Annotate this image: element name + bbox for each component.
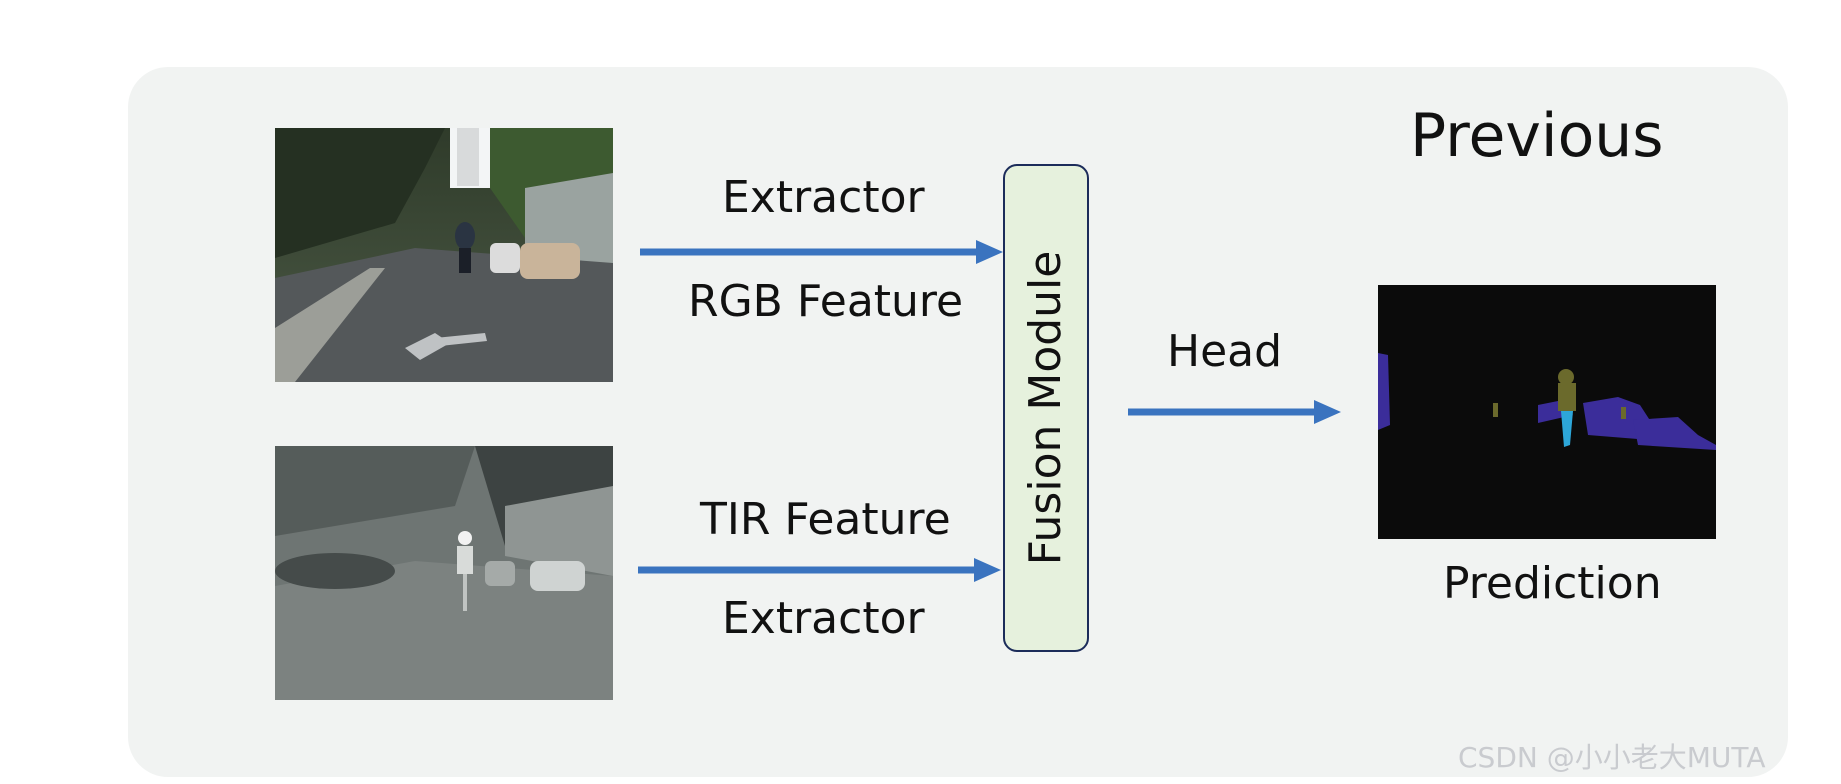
tir-feature-label: TIR Feature xyxy=(700,494,951,545)
rgb-to-fusion-arrowhead xyxy=(976,240,1003,264)
tir-input-image xyxy=(275,446,613,700)
fusion-module-box: Fusion Module xyxy=(1003,164,1089,652)
rgb-feature-label: RGB Feature xyxy=(688,276,964,327)
rgb-input-image xyxy=(275,128,613,382)
diagram-title: Previous xyxy=(1410,101,1664,171)
prediction-segmentation-image xyxy=(1378,285,1716,539)
head-arrowhead xyxy=(1314,400,1341,424)
tir-extractor-label: Extractor xyxy=(722,593,925,644)
tir-to-fusion-arrowhead xyxy=(974,558,1001,582)
prediction-label: Prediction xyxy=(1443,558,1662,609)
watermark-text: CSDN @小小老大MUTA xyxy=(1458,741,1766,774)
rgb-extractor-label: Extractor xyxy=(722,172,925,223)
head-label: Head xyxy=(1167,326,1283,377)
